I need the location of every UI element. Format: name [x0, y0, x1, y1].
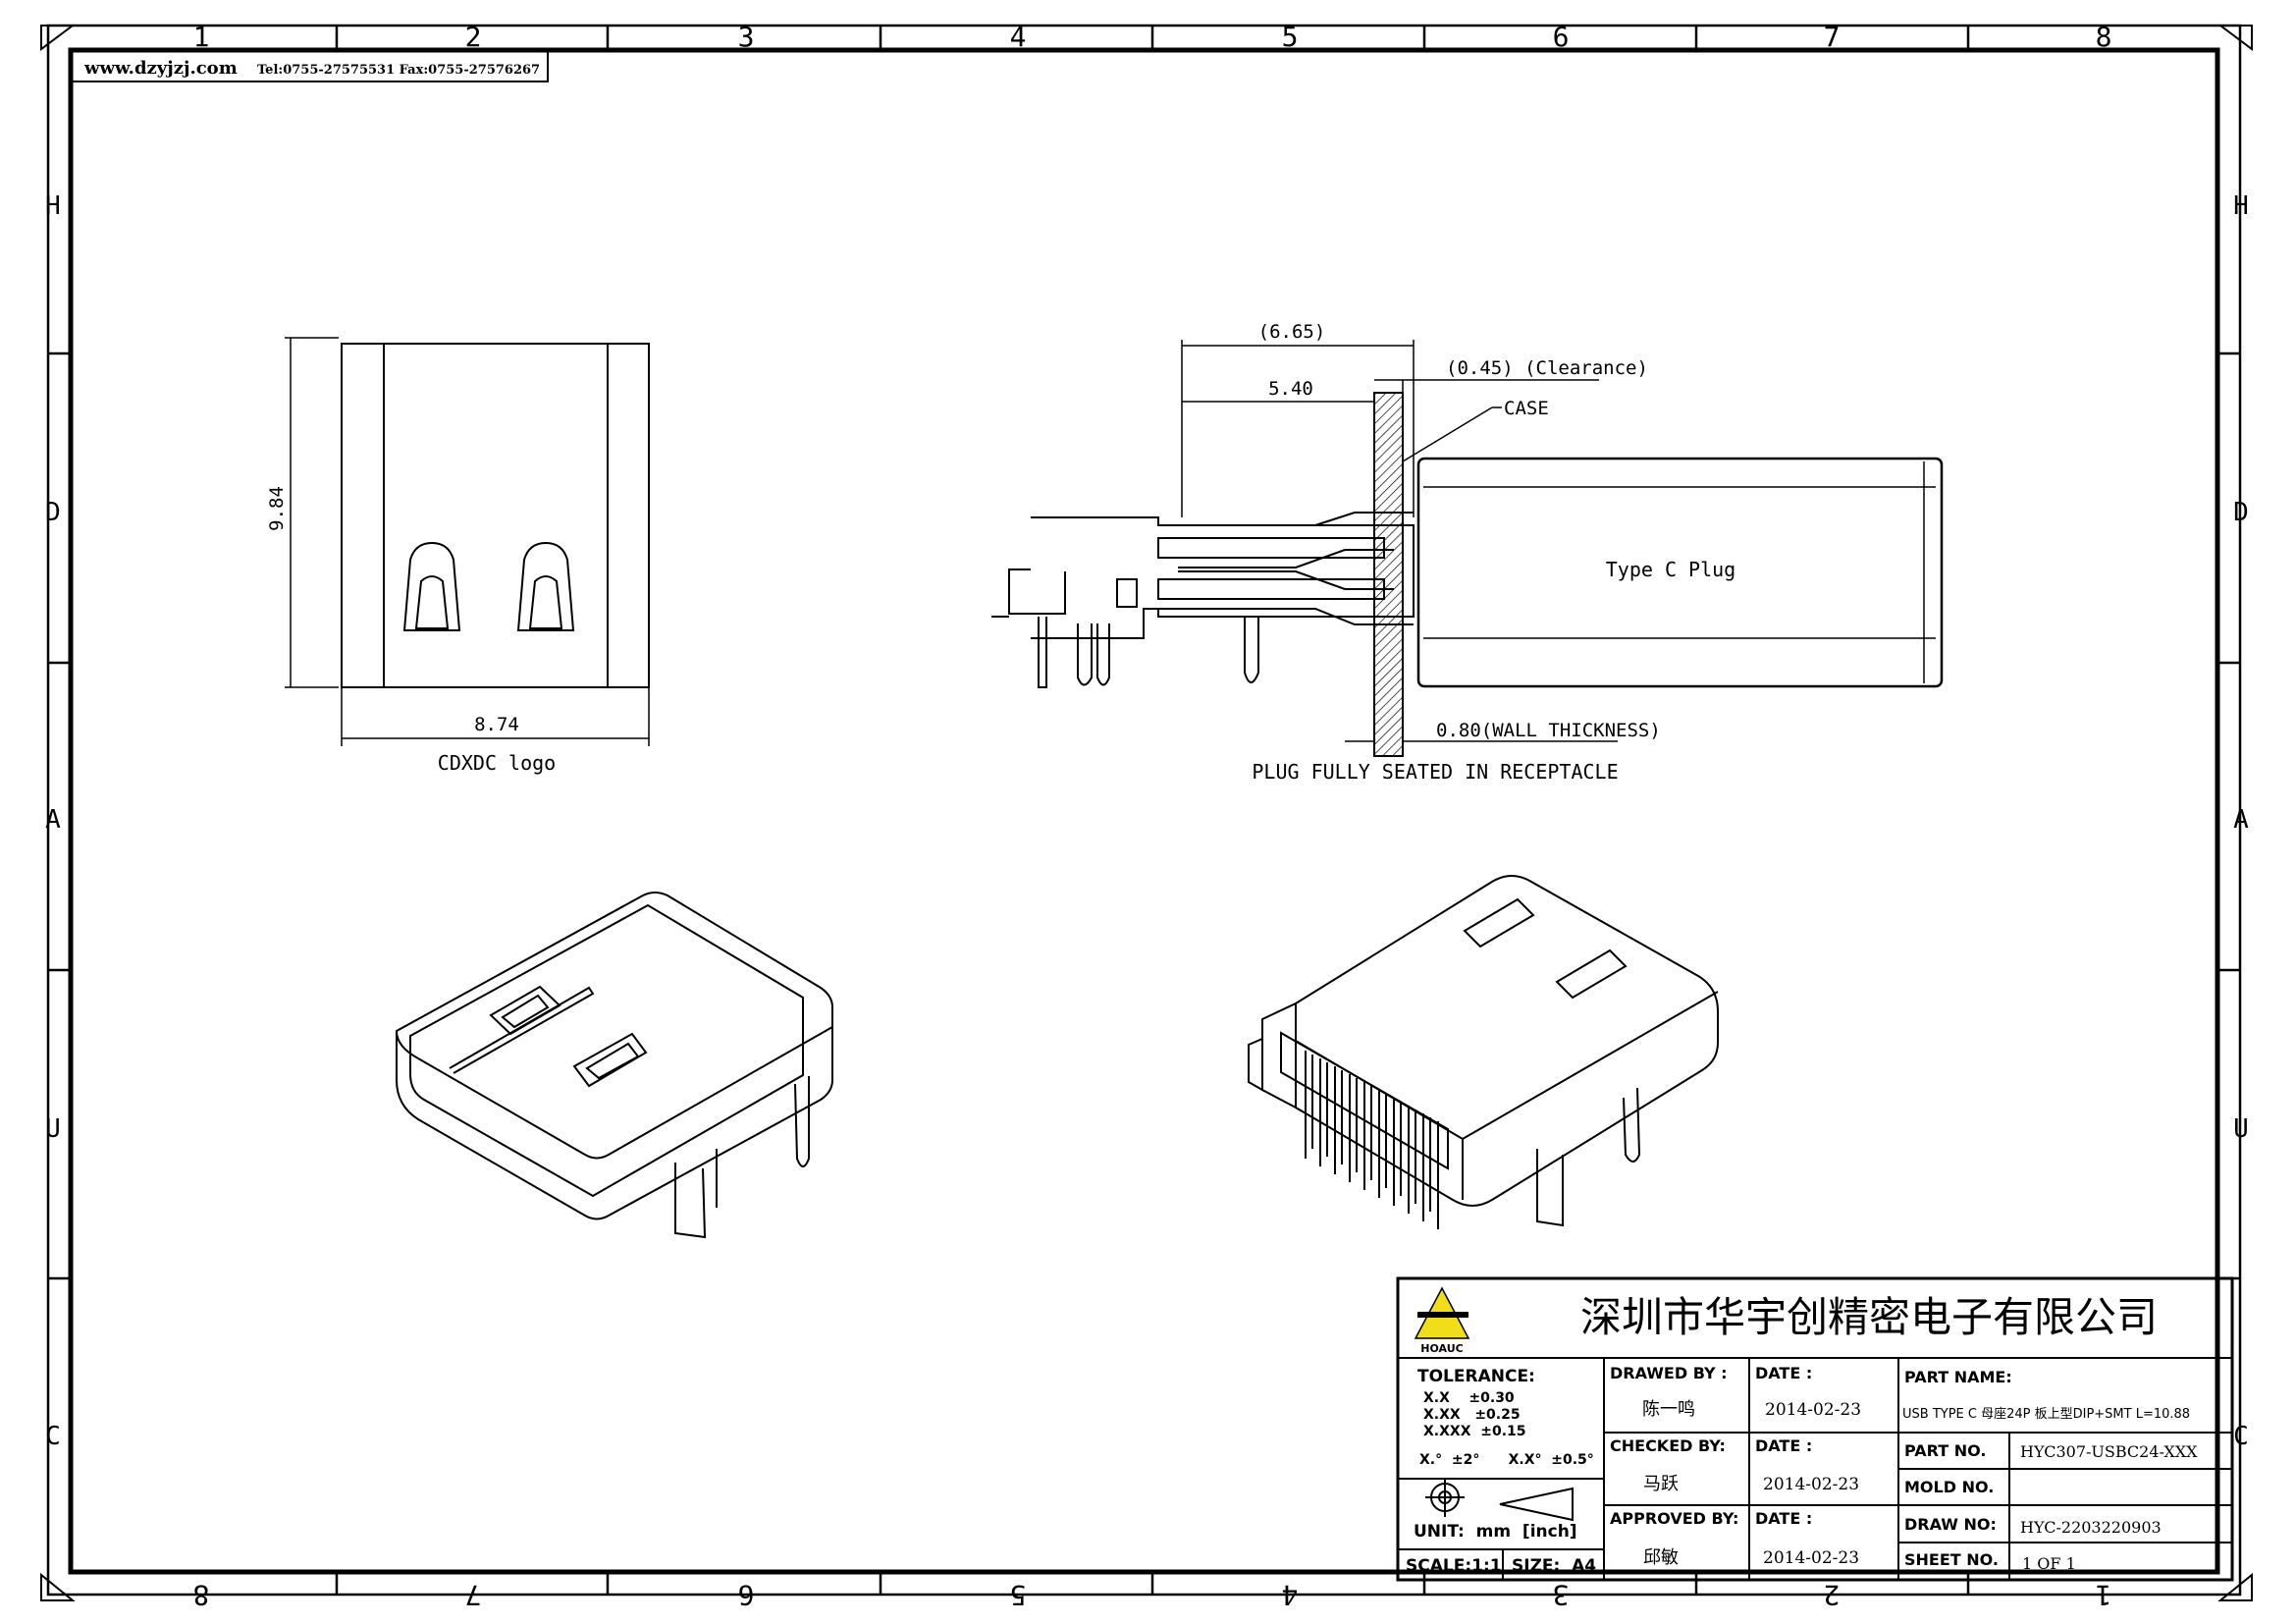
- row-label-left: H: [45, 191, 61, 221]
- date-checked: 2014-02-23: [1763, 1475, 1859, 1494]
- row-label-right: U: [2233, 1114, 2249, 1144]
- clearance-dimension: (0.45) (Clearance): [1446, 357, 1648, 379]
- checked-by-value: 马跃: [1643, 1474, 1679, 1494]
- approved-by-value: 邱敏: [1643, 1547, 1679, 1568]
- overall-dimension: (6.65): [1258, 321, 1326, 343]
- isometric-view-front: [396, 892, 833, 1239]
- front-view-caption: CDXDC logo: [438, 751, 556, 775]
- section-caption: PLUG FULLY SEATED IN RECEPTACLE: [1252, 760, 1618, 784]
- column-label-bottom: 1: [2096, 1579, 2112, 1611]
- part-no-value: HYC307-USBC24-XXX: [2020, 1442, 2198, 1461]
- draw-no-label: DRAW NO:: [1904, 1515, 1997, 1534]
- column-label-bottom: 8: [193, 1579, 210, 1611]
- wall-thickness-label: 0.80(WALL THICKNESS): [1436, 720, 1661, 741]
- column-label-bottom: 4: [1282, 1579, 1299, 1611]
- date-drawn: 2014-02-23: [1765, 1400, 1861, 1420]
- column-label-top: 7: [1824, 21, 1841, 53]
- column-label-top: 4: [1010, 21, 1027, 53]
- column-label-top: 6: [1553, 21, 1570, 53]
- date-label: DATE :: [1755, 1436, 1812, 1455]
- section-view: Type C Plug (6.65) 5.40 (0.45) (Clearanc…: [991, 321, 1944, 784]
- drawing-frame: 1 2 3 4 5 6 7 8 8 7 6 5 4 3 2 1 H D A U …: [40, 21, 2253, 1611]
- sheet-no-value: 1 OF 1: [2022, 1554, 2076, 1573]
- draw-no-value: HYC-2203220903: [2020, 1518, 2162, 1537]
- angular-tolerance: X.° ±2° X.X° ±0.5°: [1419, 1452, 1594, 1468]
- inner-dimension: 5.40: [1268, 378, 1313, 400]
- case-label: CASE: [1504, 398, 1549, 419]
- column-label-top: 8: [2096, 21, 2112, 53]
- company-name: 深圳市华宇创精密电子有限公司: [1580, 1293, 2158, 1341]
- row-label-left: C: [45, 1422, 61, 1451]
- logo-text: HOAUC: [1420, 1342, 1463, 1355]
- tolerance-line: X.X ±0.30: [1423, 1390, 1515, 1406]
- width-dimension: 8.74: [474, 714, 519, 735]
- header-note: www.dzyjzj.com Tel:0755-27575531 Fax:075…: [70, 50, 549, 82]
- tolerance-label: TOLERANCE:: [1417, 1367, 1535, 1386]
- sheet-no-label: SHEET NO.: [1904, 1550, 1999, 1569]
- part-name-label: PART NAME:: [1904, 1368, 2012, 1386]
- projection-symbol-icon: [1425, 1478, 1574, 1522]
- date-approved: 2014-02-23: [1763, 1548, 1859, 1568]
- row-label-right: C: [2233, 1422, 2249, 1451]
- column-label-bottom: 5: [1010, 1579, 1027, 1611]
- row-label-right: A: [2233, 805, 2249, 835]
- front-view: 9.84 8.74 CDXDC logo: [266, 337, 650, 775]
- plug-label: Type C Plug: [1606, 558, 1735, 581]
- column-label-top: 2: [465, 21, 482, 53]
- row-label-right: H: [2233, 191, 2249, 221]
- row-label-left: U: [45, 1114, 61, 1144]
- title-block: HOAUC 深圳市华宇创精密电子有限公司 TOLERANCE: X.X ±0.3…: [1396, 1276, 2234, 1582]
- row-label-left: A: [45, 805, 61, 835]
- column-label-bottom: 3: [1553, 1579, 1570, 1611]
- isometric-view-rear: [1248, 875, 1719, 1229]
- tolerance-line: X.XXX ±0.15: [1423, 1424, 1526, 1439]
- scale-text: SCALE:1:1: [1406, 1556, 1502, 1576]
- row-label-left: D: [45, 498, 61, 527]
- approved-by-label: APPROVED BY:: [1610, 1509, 1738, 1528]
- height-dimension: 9.84: [266, 486, 288, 531]
- mold-no-label: MOLD NO.: [1904, 1478, 1994, 1496]
- part-no-label: PART NO.: [1904, 1441, 1986, 1460]
- unit-text: UNIT: mm [inch]: [1414, 1522, 1577, 1542]
- column-label-top: 1: [193, 21, 210, 53]
- tolerance-line: X.XX ±0.25: [1423, 1407, 1521, 1423]
- date-label: DATE :: [1755, 1364, 1812, 1382]
- checked-by-label: CHECKED BY:: [1610, 1436, 1726, 1455]
- date-label: DATE :: [1755, 1509, 1812, 1528]
- company-logo: HOAUC: [1414, 1286, 1470, 1355]
- part-name-value: USB TYPE C 母座24P 板上型DIP+SMT L=10.88: [1902, 1407, 2190, 1422]
- website-text: www.dzyjzj.com: [83, 58, 238, 79]
- column-label-top: 3: [738, 21, 755, 53]
- column-label-bottom: 7: [465, 1579, 482, 1611]
- contact-text: Tel:0755-27575531 Fax:0755-27576267: [257, 63, 540, 78]
- drawn-by-label: DRAWED BY :: [1610, 1364, 1728, 1382]
- size-text: SIZE: A4: [1512, 1556, 1596, 1576]
- column-label-top: 5: [1282, 21, 1299, 53]
- column-label-bottom: 6: [738, 1579, 755, 1611]
- column-label-bottom: 2: [1824, 1579, 1841, 1611]
- row-label-right: D: [2233, 498, 2249, 527]
- drawn-by-value: 陈一鸣: [1642, 1399, 1695, 1420]
